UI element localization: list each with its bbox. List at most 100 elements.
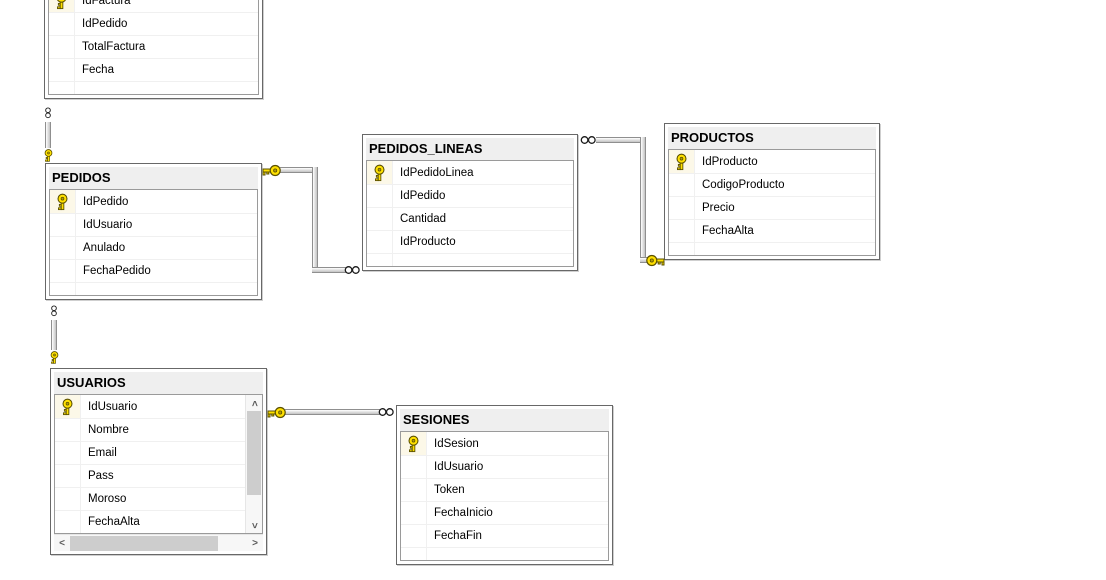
field-name: IdSesion xyxy=(434,437,479,450)
field-list: IdUsuario Nombre Email Pass Moroso xyxy=(55,395,246,533)
field-name: IdUsuario xyxy=(88,400,138,413)
field-row[interactable]: IdSesion xyxy=(401,432,608,455)
vertical-scrollbar[interactable]: < > xyxy=(245,395,262,533)
field-row[interactable]: IdPedidoLinea xyxy=(367,161,573,184)
field-name: TotalFactura xyxy=(82,41,146,53)
field-row[interactable]: IdUsuario xyxy=(401,455,608,478)
field-row[interactable]: Nombre xyxy=(55,418,246,441)
scroll-up-button[interactable]: < xyxy=(246,395,262,411)
field-row[interactable]: IdUsuario xyxy=(50,213,257,236)
key-cell xyxy=(55,488,81,510)
horizontal-scrollbar[interactable]: < > xyxy=(54,534,263,551)
primary-key-icon xyxy=(56,0,67,9)
primary-key-cell xyxy=(50,190,76,213)
field-row[interactable]: FechaPedido xyxy=(50,259,257,282)
field-row[interactable]: FechaFin xyxy=(401,524,608,547)
key-cell xyxy=(55,419,81,441)
scroll-left-button[interactable]: < xyxy=(59,537,65,549)
table-title[interactable]: PEDIDOS_LINEAS xyxy=(366,138,574,160)
key-cell xyxy=(50,260,76,282)
primary-key-cell xyxy=(55,395,81,418)
field-row[interactable]: Pass xyxy=(55,464,246,487)
many-infinity-icon xyxy=(344,265,361,275)
field-name: IdPedido xyxy=(82,18,128,30)
horizontal-scroll-thumb[interactable] xyxy=(70,535,218,551)
empty-field-row[interactable] xyxy=(367,253,573,266)
field-row[interactable]: IdPedido xyxy=(50,190,257,213)
relationship-line-productos-lineas[interactable] xyxy=(640,137,646,263)
primary-key-icon xyxy=(57,193,68,210)
table-field-grid: IdProducto CodigoProducto Precio FechaAl… xyxy=(668,149,876,256)
key-cell xyxy=(49,82,75,94)
field-name: FechaInicio xyxy=(434,507,493,519)
field-row[interactable]: FechaInicio xyxy=(401,501,608,524)
field-name: FechaAlta xyxy=(702,225,754,237)
vertical-scroll-thumb[interactable] xyxy=(247,411,261,495)
primary-key-cell xyxy=(367,161,393,184)
field-name: IdFactura xyxy=(82,0,131,7)
field-row[interactable]: FechaAlta xyxy=(669,219,875,242)
table-window-sesiones[interactable]: SESIONES IdSesion IdUsuario Token FechaI… xyxy=(396,405,613,565)
scroll-right-button[interactable]: > xyxy=(252,537,258,549)
scroll-down-button[interactable]: > xyxy=(246,517,262,533)
relationship-line-productos-lineas[interactable] xyxy=(640,257,649,263)
field-row[interactable]: Anulado xyxy=(50,236,257,259)
relationship-line-facturas-pedidos[interactable] xyxy=(45,122,51,148)
field-name: IdUsuario xyxy=(434,461,484,473)
key-cell xyxy=(669,220,695,242)
field-row[interactable]: Moroso xyxy=(55,487,246,510)
relationship-line-pedidos-lineas[interactable] xyxy=(312,167,318,273)
field-name: Nombre xyxy=(88,424,129,436)
table-window-pedidos-lineas[interactable]: PEDIDOS_LINEAS IdPedidoLinea IdPedido Ca… xyxy=(362,134,578,271)
table-window-productos[interactable]: PRODUCTOS IdProducto CodigoProducto Prec… xyxy=(664,123,880,260)
field-row[interactable]: IdUsuario xyxy=(55,395,246,418)
key-cell xyxy=(50,237,76,259)
table-title[interactable]: SESIONES xyxy=(400,409,609,431)
field-row[interactable]: FechaAlta xyxy=(55,510,246,533)
field-row[interactable]: Cantidad xyxy=(367,207,573,230)
field-name: CodigoProducto xyxy=(702,179,785,191)
field-row[interactable]: IdFactura xyxy=(49,0,258,12)
relationship-line-productos-lineas[interactable] xyxy=(596,137,646,143)
table-title[interactable]: PRODUCTOS xyxy=(668,127,876,149)
key-cell xyxy=(55,511,81,533)
field-row[interactable]: Email xyxy=(55,441,246,464)
key-cell xyxy=(669,197,695,219)
field-row[interactable]: IdProducto xyxy=(669,150,875,173)
relationship-line-pedidos-lineas[interactable] xyxy=(312,267,346,273)
key-cell xyxy=(367,254,393,266)
key-cell xyxy=(401,548,427,560)
relationship-line-usuarios-pedidos[interactable] xyxy=(51,320,57,350)
key-cell xyxy=(669,174,695,196)
table-window-pedidos[interactable]: PEDIDOS IdPedido IdUsuario Anulado Fecha… xyxy=(45,163,262,300)
field-name: IdProducto xyxy=(400,236,456,248)
field-row[interactable]: IdProducto xyxy=(367,230,573,253)
field-name: Anulado xyxy=(83,242,126,254)
vertical-scroll-track[interactable] xyxy=(246,495,262,517)
field-row[interactable]: IdPedido xyxy=(367,184,573,207)
many-infinity-icon xyxy=(48,301,60,321)
empty-field-row[interactable] xyxy=(49,81,258,94)
field-name: Cantidad xyxy=(400,213,447,225)
empty-field-row[interactable] xyxy=(669,242,875,255)
table-window-top-partial[interactable]: IdFactura IdPedido TotalFactura Fecha xyxy=(44,0,263,99)
relationship-line-pedidos-lineas[interactable] xyxy=(280,167,318,173)
one-key-icon xyxy=(42,146,55,165)
empty-field-row[interactable] xyxy=(50,282,257,295)
field-row[interactable]: TotalFactura xyxy=(49,35,258,58)
many-infinity-icon xyxy=(580,135,597,145)
relationship-line-usuarios-sesiones[interactable] xyxy=(285,409,380,415)
primary-key-cell xyxy=(669,150,695,173)
empty-field-row[interactable] xyxy=(401,547,608,560)
field-row[interactable]: IdPedido xyxy=(49,12,258,35)
field-name: IdUsuario xyxy=(83,219,133,231)
field-row[interactable]: Precio xyxy=(669,196,875,219)
table-window-usuarios[interactable]: USUARIOS IdUsuario Nombre Email Pass xyxy=(50,368,267,555)
field-row[interactable]: CodigoProducto xyxy=(669,173,875,196)
field-name: IdProducto xyxy=(702,155,758,168)
field-row[interactable]: Token xyxy=(401,478,608,501)
table-title[interactable]: USUARIOS xyxy=(54,372,263,394)
table-title[interactable]: PEDIDOS xyxy=(49,167,258,189)
field-row[interactable]: Fecha xyxy=(49,58,258,81)
